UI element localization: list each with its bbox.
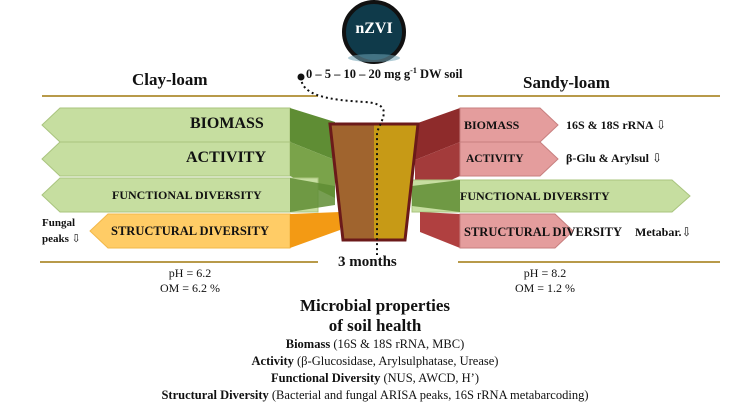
pot-outline: [328, 122, 420, 242]
property-structural: Structural Diversity (Bacterial and fung…: [60, 388, 690, 403]
property-functional-name: Functional Diversity: [270, 371, 381, 385]
fungal-label: Fungal: [42, 217, 76, 229]
sandy-structural-taper: [420, 212, 460, 248]
sandy-structural-label: STRUCTURAL DIVERSITY: [464, 225, 623, 239]
nzvi-disc-reflection: [348, 54, 400, 62]
property-biomass-detail: (16S & 18S rRNA, MBC): [330, 337, 465, 351]
clay-biomass-taper: [290, 108, 335, 160]
sandy-functional-taper: [412, 180, 460, 212]
property-activity-detail: (β-Glucosidase, Arylsulphatase, Urease): [293, 354, 499, 368]
sandy-functional-arrow: [411, 179, 691, 213]
sandy-biomass-taper: [415, 108, 460, 160]
clay-structural-arrow: [89, 213, 291, 249]
sandy-biomass-note: 16S & 18S rRNA ⇩: [566, 118, 667, 132]
property-structural-detail: (Bacterial and fungal ARISA peaks, 16S r…: [268, 388, 589, 402]
sandy-ph: pH = 8.2: [523, 266, 567, 280]
property-activity-name: Activity: [251, 354, 294, 368]
clay-functional-taper: [290, 178, 335, 212]
fungal-peaks-label: peaks ⇩: [42, 233, 81, 245]
sandy-biomass-label: BIOMASS: [464, 118, 520, 132]
clay-functional-label: FUNCTIONAL DIVERSITY: [112, 188, 262, 202]
clay-structural-taper: [290, 212, 340, 248]
clay-functional-arrow: [41, 177, 319, 213]
dotted-flow-line: [300, 76, 385, 255]
clay-biomass-label: BIOMASS: [190, 115, 264, 132]
sandy-activity-label: ACTIVITY: [466, 153, 524, 165]
property-activity: Activity (β-Glucosidase, Arylsulphatase,…: [100, 354, 650, 369]
dose-exponent: -1: [410, 66, 417, 75]
dose-suffix: DW soil: [416, 67, 463, 82]
clay-activity-label: ACTIVITY: [186, 149, 267, 166]
sandy-loam-title: Sandy-loam: [523, 73, 610, 92]
properties-title-line2: of soil health: [328, 316, 422, 335]
incubation-time: 3 months: [338, 254, 397, 270]
clay-ph: pH = 6.2: [168, 266, 212, 280]
clay-activity-arrow: [41, 141, 291, 177]
nzvi-label: nZVI: [355, 20, 393, 37]
sandy-structural-note: Metabar.⇩: [635, 225, 692, 239]
dose-label: 0 – 5 – 10 – 20 mg g-1 DW soil: [306, 66, 462, 82]
sandy-functional-label: FUNCTIONAL DIVERSITY: [460, 189, 610, 203]
property-biomass: Biomass (16S & 18S rRNA, MBC): [100, 337, 650, 352]
clay-loam-title: Clay-loam: [132, 70, 208, 89]
property-structural-name: Structural Diversity: [161, 388, 269, 402]
sandy-activity-note: β-Glu & Arylsul ⇩: [566, 151, 663, 165]
sandy-structural-arrow: [459, 213, 574, 249]
clay-structural-label: STRUCTURAL DIVERSITY: [111, 224, 270, 238]
property-biomass-name: Biomass: [285, 337, 331, 351]
dose-text: 0 – 5 – 10 – 20 mg g: [306, 67, 411, 82]
property-functional-detail: (NUS, AWCD, H’): [380, 371, 480, 385]
properties-title-line1: Microbial properties: [300, 296, 450, 315]
sandy-activity-arrow: [459, 141, 559, 177]
clay-om: OM = 6.2 %: [159, 281, 221, 295]
property-functional: Functional Diversity (NUS, AWCD, H’): [100, 371, 650, 386]
sandy-biomass-arrow: [459, 107, 559, 143]
sandy-om: OM = 1.2 %: [514, 281, 576, 295]
